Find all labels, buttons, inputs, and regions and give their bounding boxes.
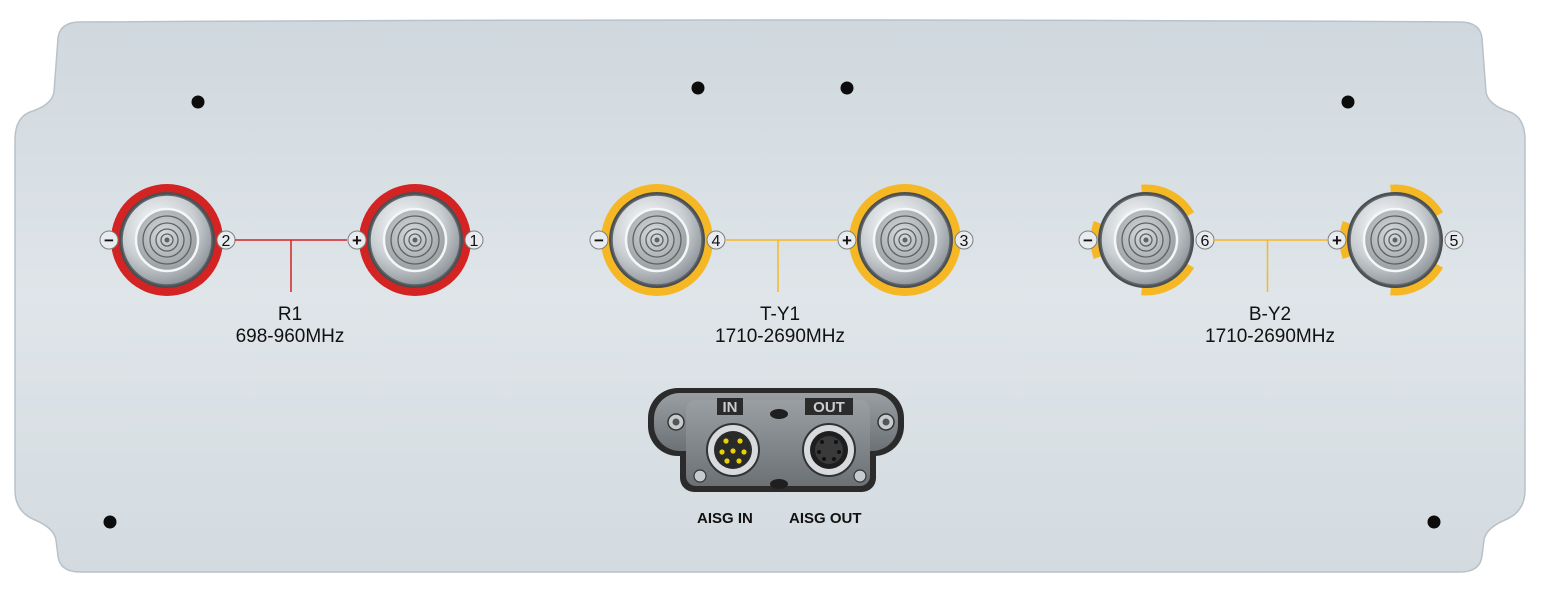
screw-icon [667, 413, 685, 431]
mounting-hole [1427, 515, 1441, 529]
svg-text:+: + [1332, 231, 1342, 250]
rf-port-5[interactable]: +5 [1327, 184, 1464, 296]
svg-text:2: 2 [222, 233, 231, 250]
svg-text:6: 6 [1201, 233, 1210, 250]
rf-port-1[interactable]: +1 [347, 184, 484, 296]
svg-text:3: 3 [960, 233, 969, 250]
plus-icon: + [1327, 230, 1347, 250]
minus-icon: − [1078, 230, 1098, 250]
mounting-hole [1341, 95, 1355, 109]
port-number: 3 [954, 230, 974, 250]
svg-text:+: + [842, 231, 852, 250]
group-name: T-Y1 [759, 304, 801, 325]
svg-text:1: 1 [470, 233, 479, 250]
svg-text:4: 4 [712, 233, 721, 250]
aisg-out-tag: OUT [813, 399, 845, 416]
svg-text:−: − [594, 231, 604, 250]
group-label-by2: B-Y2 1710-2690MHz [1170, 304, 1370, 348]
panel-plate [14, 19, 1526, 573]
aisg-in-connector[interactable] [706, 423, 760, 477]
aisg-in-label: AISG IN [697, 510, 753, 527]
screw-icon [853, 469, 867, 483]
group-band: 1710-2690MHz [715, 326, 845, 347]
rf-port-6[interactable]: −6 [1078, 184, 1215, 296]
group-band: 1710-2690MHz [1205, 326, 1335, 347]
port-number: 5 [1444, 230, 1464, 250]
mounting-hole [840, 81, 854, 95]
screw-icon [693, 469, 707, 483]
minus-icon: − [99, 230, 119, 250]
port-number: 1 [464, 230, 484, 250]
group-name: B-Y2 [1248, 304, 1292, 325]
mounting-hole [103, 515, 117, 529]
aisg-out-label: AISG OUT [789, 510, 862, 527]
port-number: 4 [706, 230, 726, 250]
group-name: R1 [277, 304, 303, 325]
plus-icon: + [837, 230, 857, 250]
aisg-in-tag: IN [723, 399, 738, 416]
rf-port-3[interactable]: +3 [837, 184, 974, 296]
group-band: 698-960MHz [235, 326, 345, 347]
aisg-module: IN OUT [648, 388, 904, 492]
rf-port-4[interactable]: −4 [589, 184, 726, 296]
group-label-r1: R1 698-960MHz [210, 304, 370, 348]
minus-icon: − [589, 230, 609, 250]
mounting-hole [691, 81, 705, 95]
svg-text:−: − [1083, 231, 1093, 250]
plus-icon: + [347, 230, 367, 250]
screw-icon [877, 413, 895, 431]
aisg-out-connector[interactable] [802, 423, 856, 477]
svg-text:−: − [104, 231, 114, 250]
svg-text:+: + [352, 231, 362, 250]
svg-text:5: 5 [1450, 233, 1459, 250]
group-label-ty1: T-Y1 1710-2690MHz [680, 304, 880, 348]
port-number: 6 [1195, 230, 1215, 250]
mounting-hole [191, 95, 205, 109]
rf-port-2[interactable]: −2 [99, 184, 236, 296]
